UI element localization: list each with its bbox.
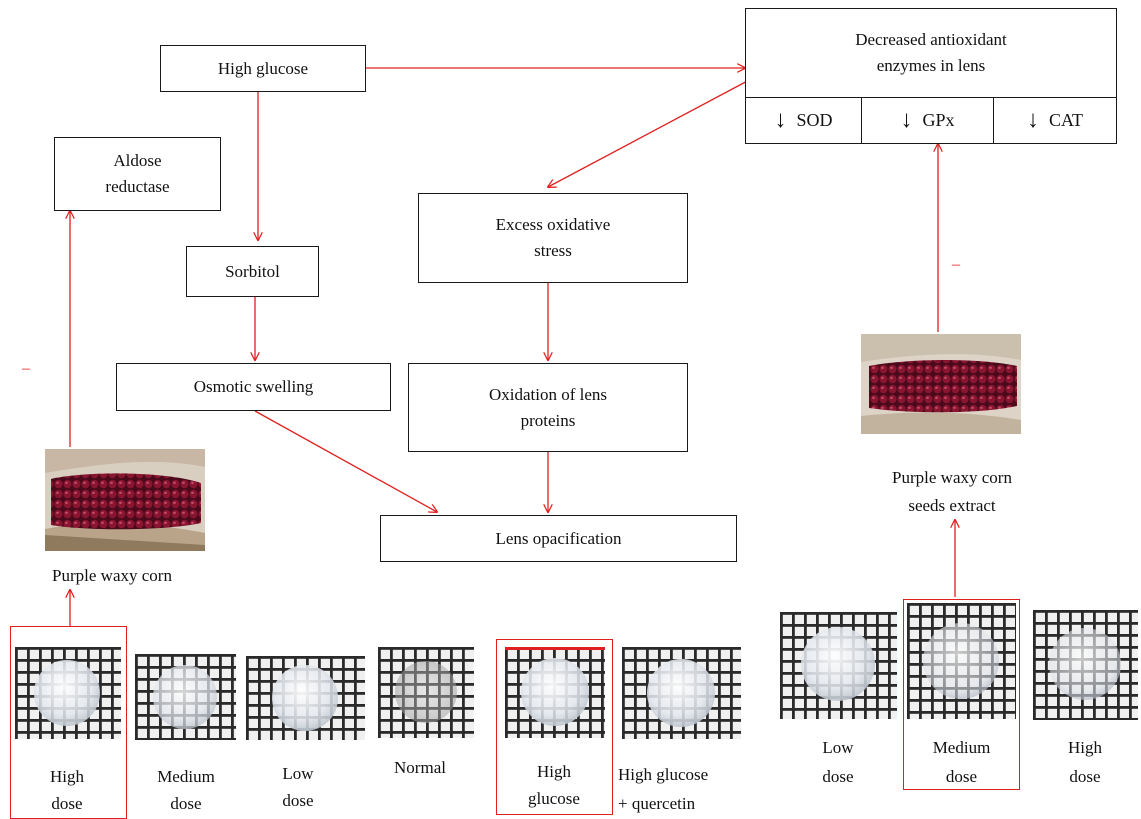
lens-label-high-glucose: High glucose <box>500 758 608 812</box>
purple-corn-extract-label-1: Purple waxy corn <box>892 468 1012 487</box>
enzyme-name-gpx: GPx <box>922 110 955 130</box>
high-glucose-box: High glucose <box>160 45 366 92</box>
excess-oxidative-stress-box: Excess oxidative stress <box>418 193 688 283</box>
down-arrow-icon: ↓ <box>900 107 913 133</box>
down-arrow-icon: ↓ <box>774 107 787 133</box>
lens-label-low-dose: Low dose <box>246 760 350 814</box>
decreased-enzymes-box: Decreased antioxidant enzymes in lens <box>745 8 1117 97</box>
right-lens-label-medium-dose: Medium dose <box>907 733 1016 791</box>
inhibition-sign-left: – <box>22 360 30 377</box>
purple-corn-photo-right <box>861 334 1021 434</box>
lens-label-high-dose: High dose <box>14 763 120 817</box>
down-arrow-icon: ↓ <box>1026 107 1039 133</box>
enzyme-cell-gpx: ↓ GPx <box>862 98 994 143</box>
excess-oxidative-stress-label-1: Excess oxidative <box>495 215 611 234</box>
inhibition-sign-right: – <box>952 256 960 273</box>
arrow-swelling-to-opacification <box>254 410 437 512</box>
lens-opacification-box: Lens opacification <box>380 515 737 562</box>
purple-corn-extract-label-2: seeds extract <box>908 496 996 515</box>
lens-label-normal: Normal <box>368 754 472 781</box>
lens-photo-right-medium-dose <box>907 603 1016 719</box>
lens-photo-quercetin <box>622 647 741 739</box>
lens-label-quercetin-2: + quercetin <box>618 794 696 813</box>
lens-label-medium-dose-1: Medium <box>157 767 215 786</box>
right-lens-label-high-dose-2: dose <box>1069 767 1101 786</box>
enzyme-cell-cat: ↓ CAT <box>994 98 1116 143</box>
lens-photo-high-dose <box>15 647 121 739</box>
lens-label-medium-dose: Medium dose <box>134 763 238 817</box>
enzyme-name-cat: CAT <box>1048 110 1083 130</box>
osmotic-swelling-label: Osmotic swelling <box>193 377 314 396</box>
aldose-reductase-box: Aldose reductase <box>54 137 221 211</box>
lens-label-normal-1: Normal <box>394 758 446 777</box>
enzyme-name-sod: SOD <box>796 110 833 130</box>
lens-label-high-glucose-2: glucose <box>528 789 580 808</box>
enzymes-row: ↓ SOD ↓ GPx ↓ CAT <box>745 97 1117 144</box>
lens-photo-medium-dose <box>135 654 236 740</box>
excess-oxidative-stress-label-2: stress <box>534 241 572 260</box>
sorbitol-box: Sorbitol <box>186 246 319 297</box>
right-lens-label-high-dose-1: High <box>1068 738 1102 757</box>
lens-label-quercetin: High glucose + quercetin <box>618 760 742 818</box>
oxidation-lens-proteins-box: Oxidation of lens proteins <box>408 363 688 452</box>
right-lens-label-high-dose: High dose <box>1033 733 1137 791</box>
sorbitol-label: Sorbitol <box>225 261 280 281</box>
high-glucose-label: High glucose <box>217 58 309 78</box>
highlight-frame-high-glucose <box>496 639 613 815</box>
lens-label-medium-dose-2: dose <box>170 794 202 813</box>
lens-photo-right-high-dose <box>1033 610 1138 720</box>
purple-corn-label-left: Purple waxy corn <box>52 566 172 585</box>
lens-label-high-dose-2: dose <box>51 794 83 813</box>
enzyme-cell-sod: ↓ SOD <box>746 98 862 143</box>
lens-label-low-dose-1: Low <box>282 764 314 783</box>
purple-corn-photo-left <box>45 449 205 551</box>
right-lens-label-low-dose: Low dose <box>786 733 890 791</box>
oxidation-lens-proteins-label-1: Oxidation of lens <box>488 384 608 404</box>
lens-label-low-dose-2: dose <box>282 791 314 810</box>
right-lens-label-medium-dose-2: dose <box>945 767 978 786</box>
lens-photo-high-glucose <box>505 647 605 738</box>
highlight-frame-right-medium-dose <box>903 599 1020 790</box>
decreased-enzymes-label-1: Decreased antioxidant <box>855 30 1007 49</box>
lens-photo-right-low-dose <box>780 612 897 719</box>
lens-label-high-glucose-1: High <box>537 762 571 781</box>
right-lens-label-low-dose-2: dose <box>822 767 854 786</box>
lens-label-high-dose-1: High <box>50 767 84 786</box>
lens-photo-normal <box>378 647 474 738</box>
purple-corn-extract-label: Purple waxy corn seeds extract <box>852 464 1052 520</box>
lens-photo-low-dose <box>246 656 365 740</box>
oxidation-lens-proteins-label-2: proteins <box>520 410 576 430</box>
aldose-reductase-label-1: Aldose <box>113 151 162 170</box>
lens-opacification-label: Lens opacification <box>495 528 622 548</box>
right-lens-label-low-dose-1: Low <box>822 738 854 757</box>
lens-label-quercetin-1: High glucose <box>618 765 709 784</box>
aldose-reductase-label-2: reductase <box>105 177 170 196</box>
right-lens-label-medium-dose-1: Medium <box>932 738 991 757</box>
osmotic-swelling-box: Osmotic swelling <box>116 363 391 411</box>
arrow-enzymes-to-oxidative-stress <box>548 77 754 187</box>
decreased-enzymes-label-2: enzymes in lens <box>876 56 986 75</box>
